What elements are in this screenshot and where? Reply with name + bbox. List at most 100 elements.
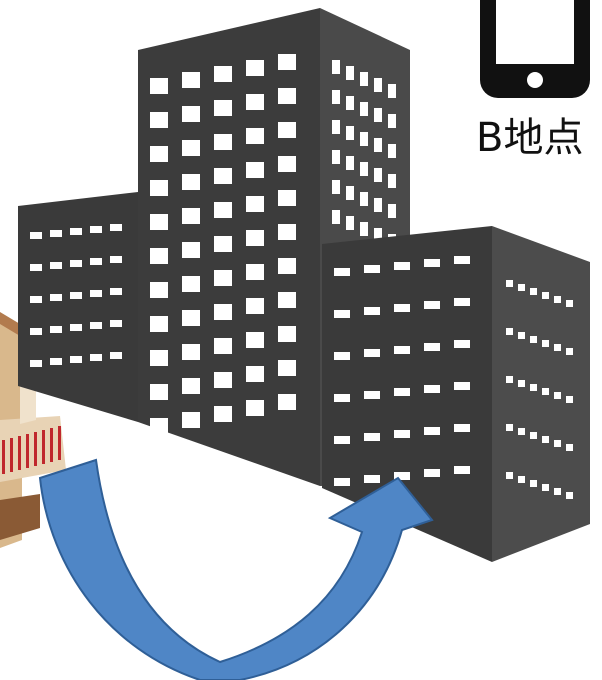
building-window: [182, 276, 200, 292]
building-window: [278, 394, 296, 410]
building-window: [334, 310, 350, 318]
building-window: [530, 336, 537, 343]
rail-post: [58, 426, 61, 460]
rail-post: [18, 436, 21, 470]
building-window: [214, 372, 232, 388]
building-window: [334, 352, 350, 360]
building-window: [332, 90, 340, 104]
building-window: [70, 324, 82, 331]
rail-post: [42, 430, 45, 464]
rail-post: [10, 438, 13, 472]
building-window: [70, 292, 82, 299]
building-window: [50, 294, 62, 301]
building-window: [332, 150, 340, 164]
building-window: [394, 388, 410, 396]
building-window: [214, 406, 232, 422]
building-window: [182, 174, 200, 190]
building-window: [182, 140, 200, 156]
building-window: [454, 424, 470, 432]
building-window: [374, 168, 382, 182]
building-window: [364, 433, 380, 441]
building-window: [182, 412, 200, 428]
building-window: [394, 430, 410, 438]
building-window: [278, 122, 296, 138]
building-window: [246, 94, 264, 110]
building-window: [90, 354, 102, 361]
building-window: [388, 204, 396, 218]
rail-post: [50, 428, 53, 462]
building-window: [388, 114, 396, 128]
building-window: [246, 196, 264, 212]
building-window: [182, 208, 200, 224]
building-window: [332, 180, 340, 194]
building-window: [150, 78, 168, 94]
building-window: [360, 102, 368, 116]
building-window: [334, 394, 350, 402]
building-window: [30, 360, 42, 367]
building-window: [374, 78, 382, 92]
building-window: [424, 259, 440, 267]
building-window: [554, 344, 561, 351]
building-window: [554, 488, 561, 495]
building-window: [364, 349, 380, 357]
building-window: [542, 436, 549, 443]
building-window: [110, 320, 122, 327]
building-window: [334, 478, 350, 486]
building-window: [388, 84, 396, 98]
building-window: [506, 328, 513, 335]
building-window: [554, 440, 561, 447]
building-window: [50, 262, 62, 269]
building-window: [150, 384, 168, 400]
building-window: [150, 248, 168, 264]
building-window: [454, 382, 470, 390]
building-window: [90, 258, 102, 265]
building-window: [50, 326, 62, 333]
building-window: [30, 264, 42, 271]
building-window: [530, 288, 537, 295]
building-window: [214, 134, 232, 150]
building-window: [214, 66, 232, 82]
building-window: [424, 343, 440, 351]
building-window: [394, 346, 410, 354]
building-window: [364, 391, 380, 399]
building-window: [346, 126, 354, 140]
building-window: [566, 444, 573, 451]
building-window: [530, 384, 537, 391]
building-window: [364, 265, 380, 273]
building-window: [30, 232, 42, 239]
building-window: [110, 288, 122, 295]
building-window: [360, 132, 368, 146]
building-window: [110, 352, 122, 359]
building-window: [214, 100, 232, 116]
building-window: [246, 298, 264, 314]
building-window: [150, 350, 168, 366]
building-window: [454, 466, 470, 474]
left-building: [18, 192, 138, 422]
rail-post: [34, 432, 37, 466]
building-window: [424, 301, 440, 309]
building-window: [30, 328, 42, 335]
building-window: [246, 162, 264, 178]
building-window: [110, 256, 122, 263]
building-window: [454, 256, 470, 264]
building-window: [360, 72, 368, 86]
building-window: [364, 475, 380, 483]
building-window: [110, 224, 122, 231]
building-window: [566, 348, 573, 355]
building-window: [346, 156, 354, 170]
building-window: [346, 216, 354, 230]
building-window: [518, 284, 525, 291]
building-window: [530, 480, 537, 487]
building-window: [542, 292, 549, 299]
building-window: [214, 304, 232, 320]
building-window: [150, 418, 168, 434]
building-window: [50, 230, 62, 237]
building-window: [182, 378, 200, 394]
building-window: [424, 427, 440, 435]
building-window: [246, 128, 264, 144]
building-window: [360, 192, 368, 206]
building-window: [360, 222, 368, 236]
building-window: [182, 344, 200, 360]
building-window: [346, 66, 354, 80]
building-window: [278, 326, 296, 342]
